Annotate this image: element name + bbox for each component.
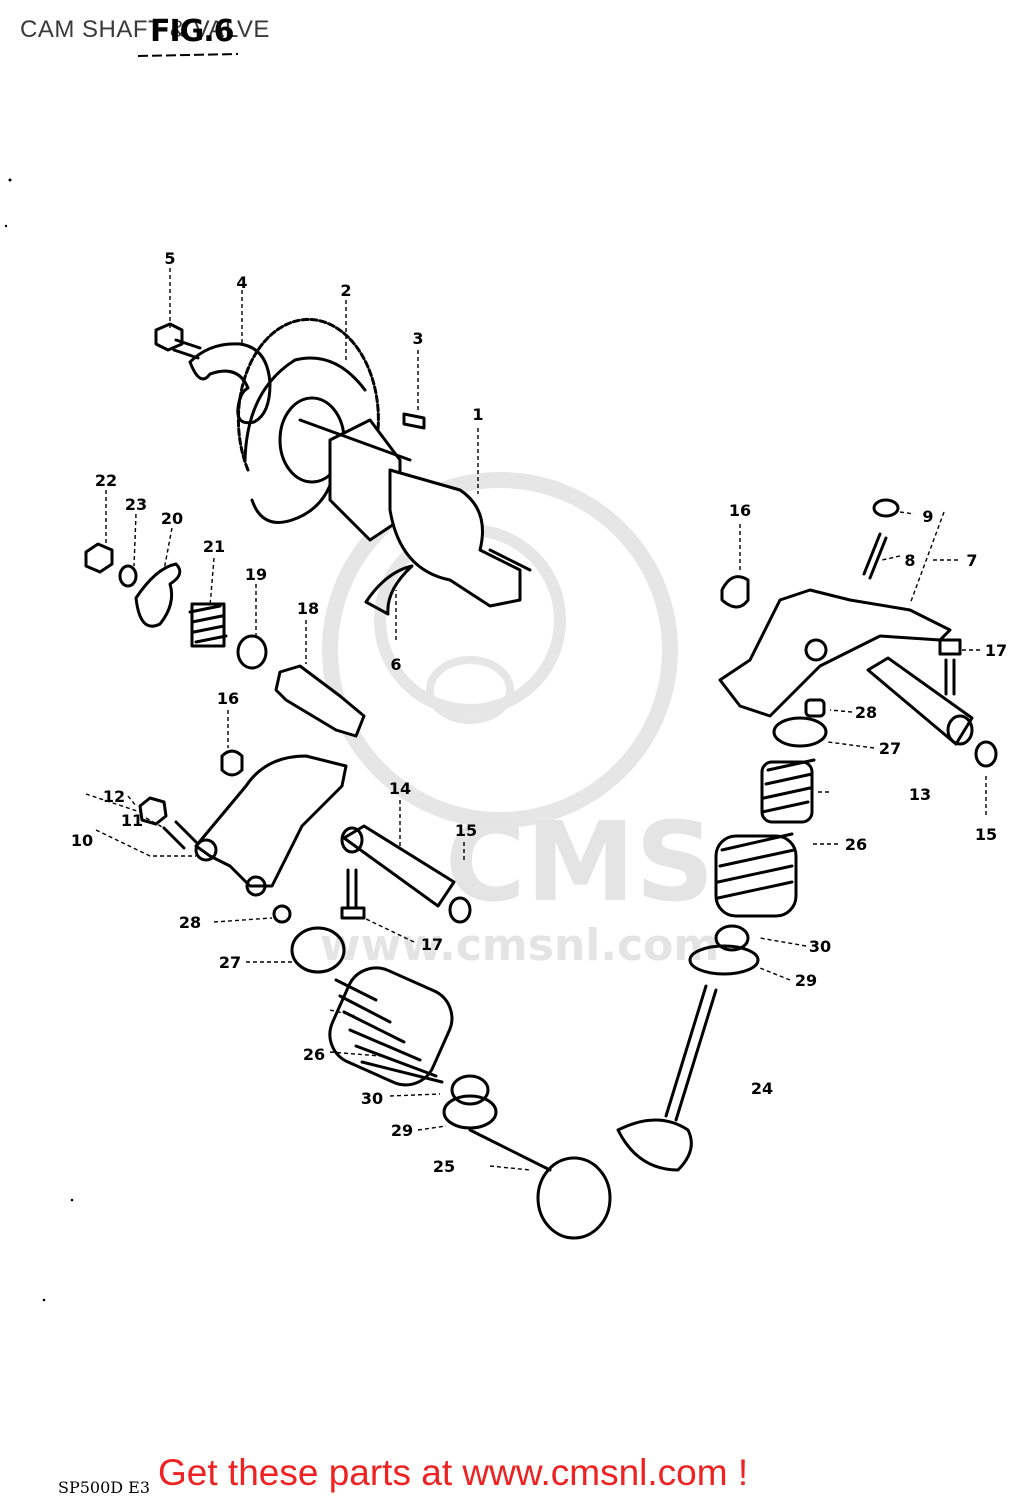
callout-27-right: 27 bbox=[879, 739, 901, 758]
callout-16-left: 16 bbox=[217, 689, 239, 708]
callout-5: 5 bbox=[164, 249, 175, 268]
callout-15-left: 15 bbox=[455, 821, 477, 840]
part-30-seal-right bbox=[714, 924, 750, 952]
callout-9: 9 bbox=[922, 507, 933, 526]
callout-4: 4 bbox=[236, 273, 247, 292]
part-1-camshaft bbox=[298, 418, 532, 608]
part-16-cap-left bbox=[220, 749, 244, 777]
part-30-seal-left bbox=[450, 1074, 490, 1106]
callout-8: 8 bbox=[904, 551, 915, 570]
part-26-valve-spring-right bbox=[714, 758, 816, 918]
callout-18: 18 bbox=[297, 599, 319, 618]
callout-3: 3 bbox=[412, 329, 423, 348]
callout-24: 24 bbox=[751, 1079, 773, 1098]
callout-26-left: 26 bbox=[303, 1045, 325, 1064]
part-16-cap-right bbox=[720, 575, 750, 609]
part-14-rocker-shaft-left bbox=[340, 824, 456, 908]
callout-11: 11 bbox=[121, 811, 143, 830]
part-25-intake-valve bbox=[468, 1128, 612, 1240]
callout-25: 25 bbox=[433, 1157, 455, 1176]
diagram-code: SP500D E3 bbox=[58, 1478, 151, 1497]
callout-30-right: 30 bbox=[809, 937, 831, 956]
part-3-dowel-pin bbox=[402, 412, 426, 430]
callout-17-right: 17 bbox=[985, 641, 1007, 660]
callout-labels: 1 2 3 4 5 6 7 8 9 10 11 12 13 14 15 15 1… bbox=[71, 249, 1007, 1176]
part-13-rocker-shaft-right bbox=[866, 656, 974, 746]
part-15-o-ring-right bbox=[974, 740, 998, 768]
scan-specks bbox=[4, 178, 74, 1302]
part-24-exhaust-valve bbox=[616, 984, 718, 1172]
callout-22: 22 bbox=[95, 471, 117, 490]
callout-20: 20 bbox=[161, 509, 183, 528]
svg-text:CMS: CMS bbox=[445, 798, 714, 926]
callout-19: 19 bbox=[245, 565, 267, 584]
part-18-shaft bbox=[274, 664, 366, 738]
figure-underline bbox=[137, 53, 239, 57]
callout-1: 1 bbox=[472, 405, 483, 424]
callout-13: 13 bbox=[909, 785, 931, 804]
part-28-cotter-left bbox=[272, 904, 292, 924]
part-7-rocker-arm-right bbox=[718, 588, 952, 718]
cms-watermark: CMS www.cmsnl.com bbox=[320, 472, 719, 971]
part-28-cotter-right bbox=[804, 698, 826, 718]
part-29-seat-left bbox=[442, 1094, 498, 1130]
svg-text:www.cmsnl.com: www.cmsnl.com bbox=[320, 920, 719, 971]
callout-28-left: 28 bbox=[179, 913, 201, 932]
part-21-spring bbox=[188, 602, 228, 648]
part-27-retainer-left bbox=[290, 926, 346, 974]
callout-30-left: 30 bbox=[361, 1089, 383, 1108]
page-title: CAM SHAFT & VALVE bbox=[20, 16, 270, 43]
callout-26-right: 26 bbox=[845, 835, 867, 854]
part-22-nut bbox=[84, 542, 114, 574]
callout-10: 10 bbox=[71, 831, 93, 850]
part-27-retainer-right bbox=[772, 716, 828, 748]
callout-7: 7 bbox=[966, 551, 977, 570]
callout-28-right: 28 bbox=[855, 703, 877, 722]
callout-16-right: 16 bbox=[729, 501, 751, 520]
callout-27-left: 27 bbox=[219, 953, 241, 972]
callout-29-left: 29 bbox=[391, 1121, 413, 1140]
callout-21: 21 bbox=[203, 537, 225, 556]
part-17-bolt-left bbox=[340, 868, 366, 920]
part-19-washer bbox=[236, 634, 268, 670]
callout-15-right: 15 bbox=[975, 825, 997, 844]
part-9-nut-right bbox=[872, 498, 900, 518]
part-23-washer bbox=[118, 564, 138, 588]
callout-14: 14 bbox=[389, 779, 411, 798]
part-20-stopper-plate bbox=[134, 562, 182, 628]
callout-29-right: 29 bbox=[795, 971, 817, 990]
part-8-adjust-screw-right bbox=[862, 532, 888, 580]
get-parts-link[interactable]: Get these parts at www.cmsnl.com ! bbox=[158, 1452, 749, 1493]
callout-6: 6 bbox=[390, 655, 401, 674]
callout-2: 2 bbox=[340, 281, 351, 300]
part-29-seat-right bbox=[688, 944, 760, 976]
callout-17-left: 17 bbox=[421, 935, 443, 954]
part-5-bolt bbox=[154, 322, 202, 360]
part-17-bolt-right bbox=[938, 638, 962, 696]
part-26-valve-spring-left bbox=[328, 966, 454, 1087]
part-12-nut bbox=[138, 796, 168, 826]
callout-12: 12 bbox=[103, 787, 125, 806]
part-6-half-moon bbox=[364, 564, 414, 616]
part-10-rocker-arm-left bbox=[194, 754, 348, 897]
part-4-bracket bbox=[188, 342, 272, 425]
callout-23: 23 bbox=[125, 495, 147, 514]
part-15-o-ring-left bbox=[448, 896, 472, 924]
part-11-adjust-screw bbox=[162, 820, 198, 850]
figure-label: FIG.6 bbox=[150, 14, 235, 49]
leader-lines bbox=[85, 268, 987, 1171]
